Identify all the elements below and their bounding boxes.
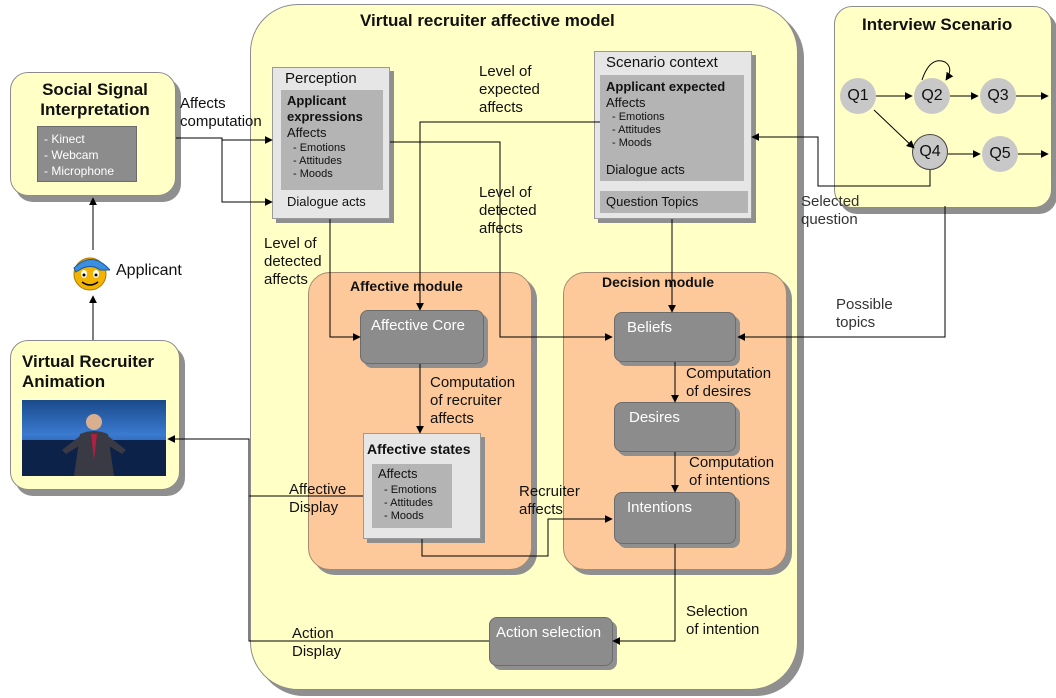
question-node: Q5 [982, 136, 1018, 172]
question-topics: Question Topics [606, 194, 699, 209]
vr-animation-title: Virtual Recruiter Animation [22, 352, 154, 391]
scenario-dialogue-acts: Dialogue acts [606, 162, 685, 177]
edge-label-level-detected-lower: Level of detected affects [264, 235, 322, 288]
edge-label-computation-intentions: Computation of intentions [689, 454, 775, 489]
action-selection-label: Action selection [496, 624, 602, 641]
desires-label: Desires [629, 409, 680, 426]
question-node-selected: Q4 [912, 134, 948, 170]
edge-label-possible-topics: Possible topics [836, 296, 893, 331]
edge-label-computation-recruiter: Computation of recruiter affects [430, 374, 516, 427]
applicant-avatar-icon [70, 252, 110, 292]
affective-core: Affective Core [360, 310, 484, 364]
edge-label-selection-intention: Selection of intention [686, 603, 760, 638]
device-list-text: - Kinect - Webcam - Microphone [44, 132, 115, 178]
intentions-label: Intentions [627, 499, 693, 516]
edge-label-affects-computation: Affects computation [180, 95, 262, 130]
scenario-context-title: Scenario context [606, 54, 718, 71]
perception-title: Perception [285, 70, 357, 87]
desires-node: Desires [614, 402, 736, 452]
applicant-label: Applicant [116, 262, 182, 279]
question-node: Q1 [840, 78, 876, 114]
applicant-expected-box [600, 75, 744, 181]
interview-scenario-title: Interview Scenario [862, 15, 1013, 34]
applicant-expressions-box [281, 90, 383, 190]
perception-dialogue-acts: Dialogue acts [287, 194, 366, 209]
scenario-affects-list: - Emotions - Attitudes - Moods [612, 111, 665, 149]
affective-states-list: - Emotions - Attitudes - Moods [384, 484, 437, 522]
perception-affects-list: - Emotions - Attitudes - Moods [293, 142, 346, 180]
question-node: Q3 [980, 78, 1016, 114]
recruiter-animation-image [22, 400, 166, 476]
decision-module-title: Decision module [602, 274, 715, 290]
affective-states-title: Affective states [367, 441, 471, 457]
scenario-affects: Affects [606, 95, 646, 110]
main-title: Virtual recruiter affective model [360, 11, 615, 30]
affective-module-title: Affective module [350, 278, 463, 294]
edge-label-computation-desires: Computation of desires [686, 365, 772, 400]
intentions-node: Intentions [614, 492, 736, 544]
edge-label-action-display: Action Display [292, 625, 342, 660]
action-selection-node: Action selection [489, 617, 613, 666]
edge-label-level-expected: Level of expected affects [479, 63, 540, 116]
affective-states-affects: Affects [378, 466, 418, 481]
question-node: Q2 [914, 78, 950, 114]
affective-core-label: Affective Core [371, 317, 465, 334]
applicant-expressions-heading: Applicant expressions [287, 93, 363, 124]
edge-label-recruiter-affects: Recruiter affects [519, 483, 580, 518]
beliefs-label: Beliefs [627, 319, 673, 336]
edge-label-affective-display: Affective Display [289, 481, 347, 516]
beliefs-node: Beliefs [614, 312, 736, 362]
edge-label-level-detected-upper: Level of detected affects [479, 184, 537, 237]
question-topics-box [600, 191, 748, 213]
perception-affects: Affects [287, 125, 327, 140]
applicant-expected-heading: Applicant expected [606, 79, 726, 94]
social-signal-title: Social Signal Interpretation [40, 80, 150, 119]
device-list: - Kinect - Webcam - Microphone [37, 126, 137, 182]
edge-label-selected-question: Selected question [801, 193, 860, 228]
